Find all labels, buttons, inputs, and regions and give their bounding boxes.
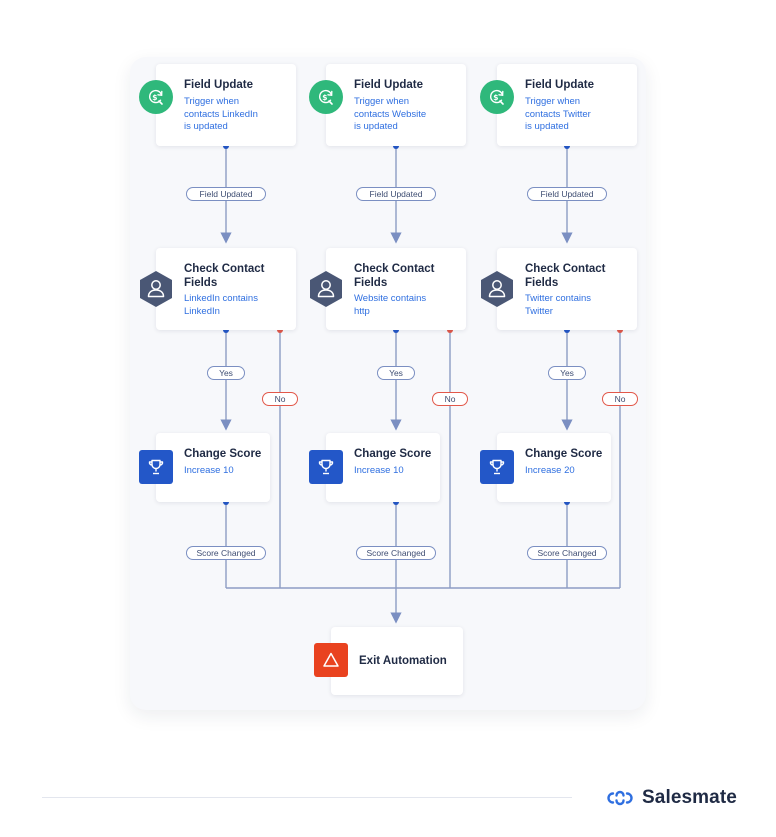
score-title: Change Score — [184, 448, 262, 460]
footer-divider — [42, 797, 572, 798]
check-title-line: Fields — [354, 277, 388, 289]
trigger-card-2[interactable]: Field Update Trigger when contacts Websi… — [326, 64, 466, 146]
trigger-desc-line: is updated — [525, 121, 569, 132]
trophy-icon — [309, 450, 343, 484]
yes-label: Yes — [207, 366, 245, 380]
workflow-canvas — [130, 57, 646, 710]
score-desc: Increase 10 — [354, 465, 404, 476]
check-card-3[interactable]: Check Contact Fields Twitter contains Tw… — [497, 248, 637, 330]
svg-text:$: $ — [152, 93, 157, 102]
yes-label: Yes — [548, 366, 586, 380]
trigger-card-1[interactable]: Field Update Trigger when contacts Linke… — [156, 64, 296, 146]
check-title-line: Check Contact — [525, 263, 606, 275]
contact-check-icon — [308, 270, 344, 308]
score-title: Change Score — [354, 448, 432, 460]
svg-text:$: $ — [493, 93, 498, 102]
field-update-icon: $ — [480, 80, 514, 114]
trigger-title: Field Update — [525, 79, 595, 91]
no-label: No — [602, 392, 638, 406]
trigger-desc-line: contacts LinkedIn — [184, 108, 258, 120]
trigger-desc-line: contacts Website — [354, 108, 427, 120]
check-card-1[interactable]: Check Contact Fields LinkedIn contains L… — [156, 248, 296, 330]
no-label: No — [432, 392, 468, 406]
trigger-card-3[interactable]: Field Update Trigger when contacts Twitt… — [497, 64, 637, 146]
trigger-desc-line: Trigger when — [184, 96, 240, 107]
trigger-desc-line: is updated — [354, 121, 398, 132]
check-card-2[interactable]: Check Contact Fields Website contains ht… — [326, 248, 466, 330]
score-card-3[interactable]: Change Score Increase 20 — [497, 433, 611, 502]
warning-icon — [314, 643, 348, 677]
check-title-line: Check Contact — [184, 263, 265, 275]
score-card-1[interactable]: Change Score Increase 10 — [156, 433, 270, 502]
field-updated-label: Field Updated — [356, 187, 436, 201]
score-changed-label: Score Changed — [356, 546, 436, 560]
brand-name: Salesmate — [642, 787, 737, 808]
score-desc: Increase 20 — [525, 465, 575, 476]
exit-card[interactable]: Exit Automation — [331, 627, 463, 695]
score-changed-label: Score Changed — [186, 546, 266, 560]
salesmate-logo-icon — [607, 790, 633, 806]
check-desc-line: Twitter contains — [525, 293, 591, 304]
field-update-icon: $ — [309, 80, 343, 114]
trigger-desc-line: Trigger when — [354, 96, 410, 107]
score-title: Change Score — [525, 448, 603, 460]
yes-label: Yes — [377, 366, 415, 380]
trigger-title: Field Update — [354, 79, 424, 91]
check-desc-line: LinkedIn contains — [184, 293, 258, 304]
field-update-icon: $ — [139, 80, 173, 114]
brand: Salesmate — [604, 787, 737, 809]
exit-title: Exit Automation — [359, 655, 447, 667]
check-title-line: Fields — [184, 277, 218, 289]
contact-check-icon — [138, 270, 174, 308]
score-card-2[interactable]: Change Score Increase 10 — [326, 433, 440, 502]
trigger-desc-line: is updated — [184, 121, 228, 132]
trigger-title: Field Update — [184, 79, 254, 91]
score-desc: Increase 10 — [184, 465, 234, 476]
check-title-line: Fields — [525, 277, 559, 289]
check-desc-line: Website contains — [354, 293, 427, 304]
no-label: No — [262, 392, 298, 406]
contact-check-icon — [479, 270, 515, 308]
svg-text:$: $ — [322, 93, 327, 102]
score-changed-label: Score Changed — [527, 546, 607, 560]
trigger-desc-line: Trigger when — [525, 96, 581, 107]
check-desc-line: LinkedIn — [184, 305, 220, 317]
check-desc-line: http — [354, 305, 370, 317]
field-updated-label: Field Updated — [527, 187, 607, 201]
check-desc-line: Twitter — [525, 305, 553, 317]
trophy-icon — [139, 450, 173, 484]
trigger-desc-line: contacts Twitter — [525, 108, 591, 120]
trophy-icon — [480, 450, 514, 484]
field-updated-label: Field Updated — [186, 187, 266, 201]
check-title-line: Check Contact — [354, 263, 435, 275]
